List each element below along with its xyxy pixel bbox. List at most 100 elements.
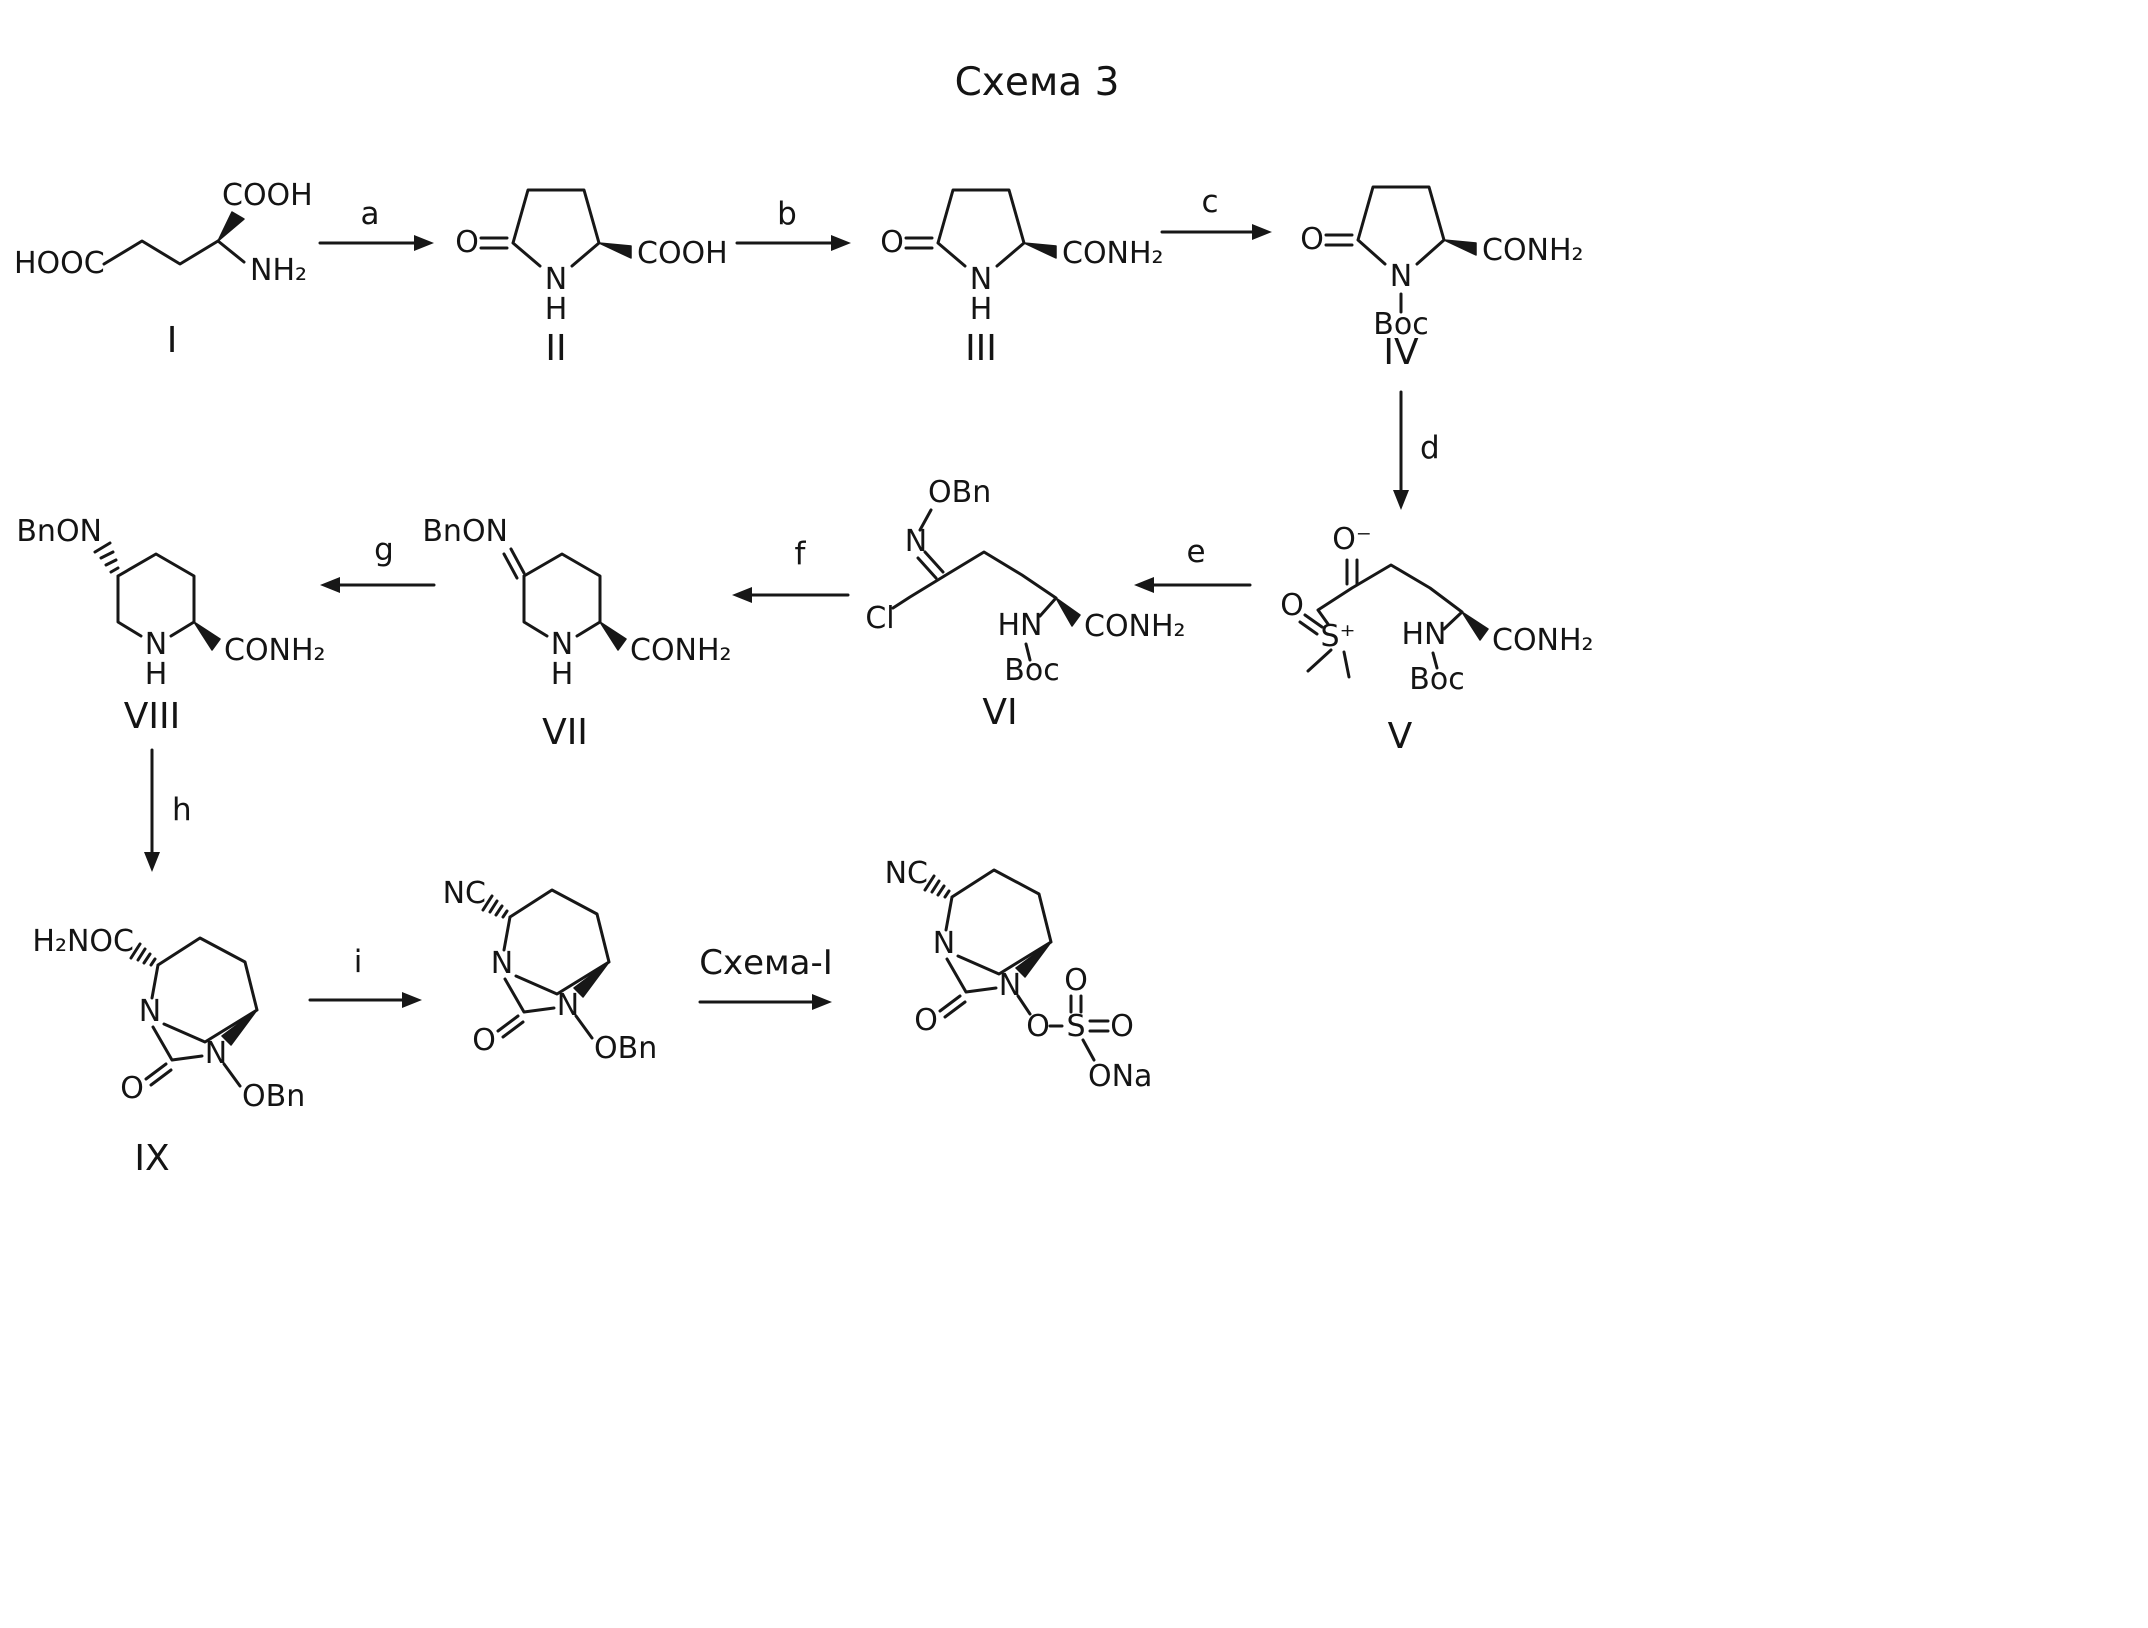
atom-label-n: N [970,262,992,297]
step-label-h: h [172,792,192,828]
arrow-g: g [320,532,436,593]
atom-label-s: S [1066,1009,1085,1044]
compound-label-IV: IV [1383,332,1419,373]
atom-label-nc: NC [885,856,928,891]
atom-label-conh2: CONH₂ [224,633,326,668]
step-label-g: g [374,532,394,568]
skeleton-bonds [936,188,1026,268]
hash-bond [481,894,509,919]
arrow-e: e [1134,534,1252,593]
step-label-c: c [1201,184,1218,220]
wedge-bond [573,961,610,998]
arrow-head [1252,224,1272,240]
arrow-i: i [308,944,422,1008]
atom-label-o-right: O [1110,1009,1134,1044]
arrow-d: d [1393,390,1440,510]
arrow-head [414,235,434,251]
step-label-scheme-1: Схема-I [699,943,833,983]
atom-label-n1: N [491,946,513,981]
atom-label-n: N [1390,259,1412,294]
atom-label-obn: OBn [242,1079,305,1114]
compound-label-IX: IX [134,1138,169,1179]
skeleton-bonds [522,552,602,638]
hash-bond [923,874,951,899]
wedge-bond [221,1009,258,1046]
step-label-i: i [354,944,363,980]
wedge-bond [1015,941,1052,978]
atom-label-h: H [551,657,574,692]
scheme-title: Схема 3 [955,60,1120,105]
compound-label-VIII: VIII [124,696,180,737]
atom-label-ona: ONa [1088,1059,1152,1094]
atom-label-o: O [472,1023,496,1058]
compound-VIII: BnON N H CONH₂ VIII [16,514,325,737]
compound-VI: OBn N Cl HN Boc CONH₂ VI [865,475,1185,733]
atom-label-bnon: BnON [422,514,508,549]
atom-label-n1: N [933,926,955,961]
atom-label-n: N [145,627,167,662]
atom-label-conh2: CONH₂ [1062,236,1164,271]
skeleton-bonds [150,936,259,1088]
atom-label-h: H [970,292,993,327]
atom-label-conh2: CONH₂ [1482,233,1584,268]
atom-label-n6: N [557,988,579,1023]
step-label-b: b [777,196,797,232]
atom-label-h: H [145,657,168,692]
compound-IX: H₂NOC N N O OBn IX [32,924,305,1179]
skeleton-bonds [102,239,246,266]
compound-final-sulfate: NC N N O O S O O ONa [885,856,1153,1094]
wedge-bond [1461,611,1489,641]
double-bond [496,1014,525,1039]
atom-label-h: H [545,292,568,327]
atom-label-obn: OBn [594,1031,657,1066]
arrow-c: c [1160,184,1272,240]
wedge-bond [599,621,627,651]
hash-bond [93,541,120,574]
skeleton-bonds [1356,185,1446,314]
hash-bond [129,942,157,967]
compound-nitrile-obn: NC N N O OBn [443,876,658,1066]
skeleton-bonds [944,868,1096,1062]
atom-label-nc: NC [443,876,486,911]
atom-label-boc: Boc [1373,307,1428,342]
atom-label-o: O [1280,588,1304,623]
compound-label-VI: VI [982,692,1017,733]
atom-label-cooh: COOH [637,236,728,271]
arrow-head [1393,490,1409,510]
arrow-head [831,235,851,251]
wedge-bond [1023,242,1057,259]
atom-label-o-top: O [1064,963,1088,998]
arrow-head [1134,577,1154,593]
atom-label-n6: N [205,1036,227,1071]
step-label-f: f [795,536,807,572]
double-bond [479,236,509,250]
wedge-bond [1055,597,1081,627]
atom-label-hn: HN [998,608,1043,643]
skeleton-bonds [1306,563,1464,679]
skeleton-bonds [891,508,1058,662]
compound-V: O⁻ O S⁺ HN Boc CONH₂ V [1280,522,1593,757]
atom-label-o-minus: O⁻ [1332,522,1371,557]
compound-VII: BnON N H CONH₂ VII [422,514,731,753]
compound-label-II: II [545,328,566,369]
atom-label-conh2: CONH₂ [1492,623,1594,658]
skeleton-bonds [502,888,611,1040]
double-bond [938,994,1110,1033]
step-label-e: e [1186,534,1205,570]
atom-label-o-link: O [1026,1009,1050,1044]
wedge-bond [193,621,221,651]
arrow-scheme-1: Схема-I [698,943,833,1010]
wedge-bond [1443,239,1477,256]
double-bond [1324,233,1354,247]
atom-label-o: O [1300,222,1324,257]
arrow-b: b [735,196,851,251]
arrow-h: h [144,748,192,872]
compound-I: HOOC COOH NH₂ I [14,178,313,361]
compound-label-VII: VII [542,712,588,753]
double-bond [904,236,934,250]
atom-label-obn: OBn [928,475,991,510]
arrow-head [144,852,160,872]
atom-label-hooc: HOOC [14,246,105,281]
atom-label-hn: HN [1402,617,1447,652]
